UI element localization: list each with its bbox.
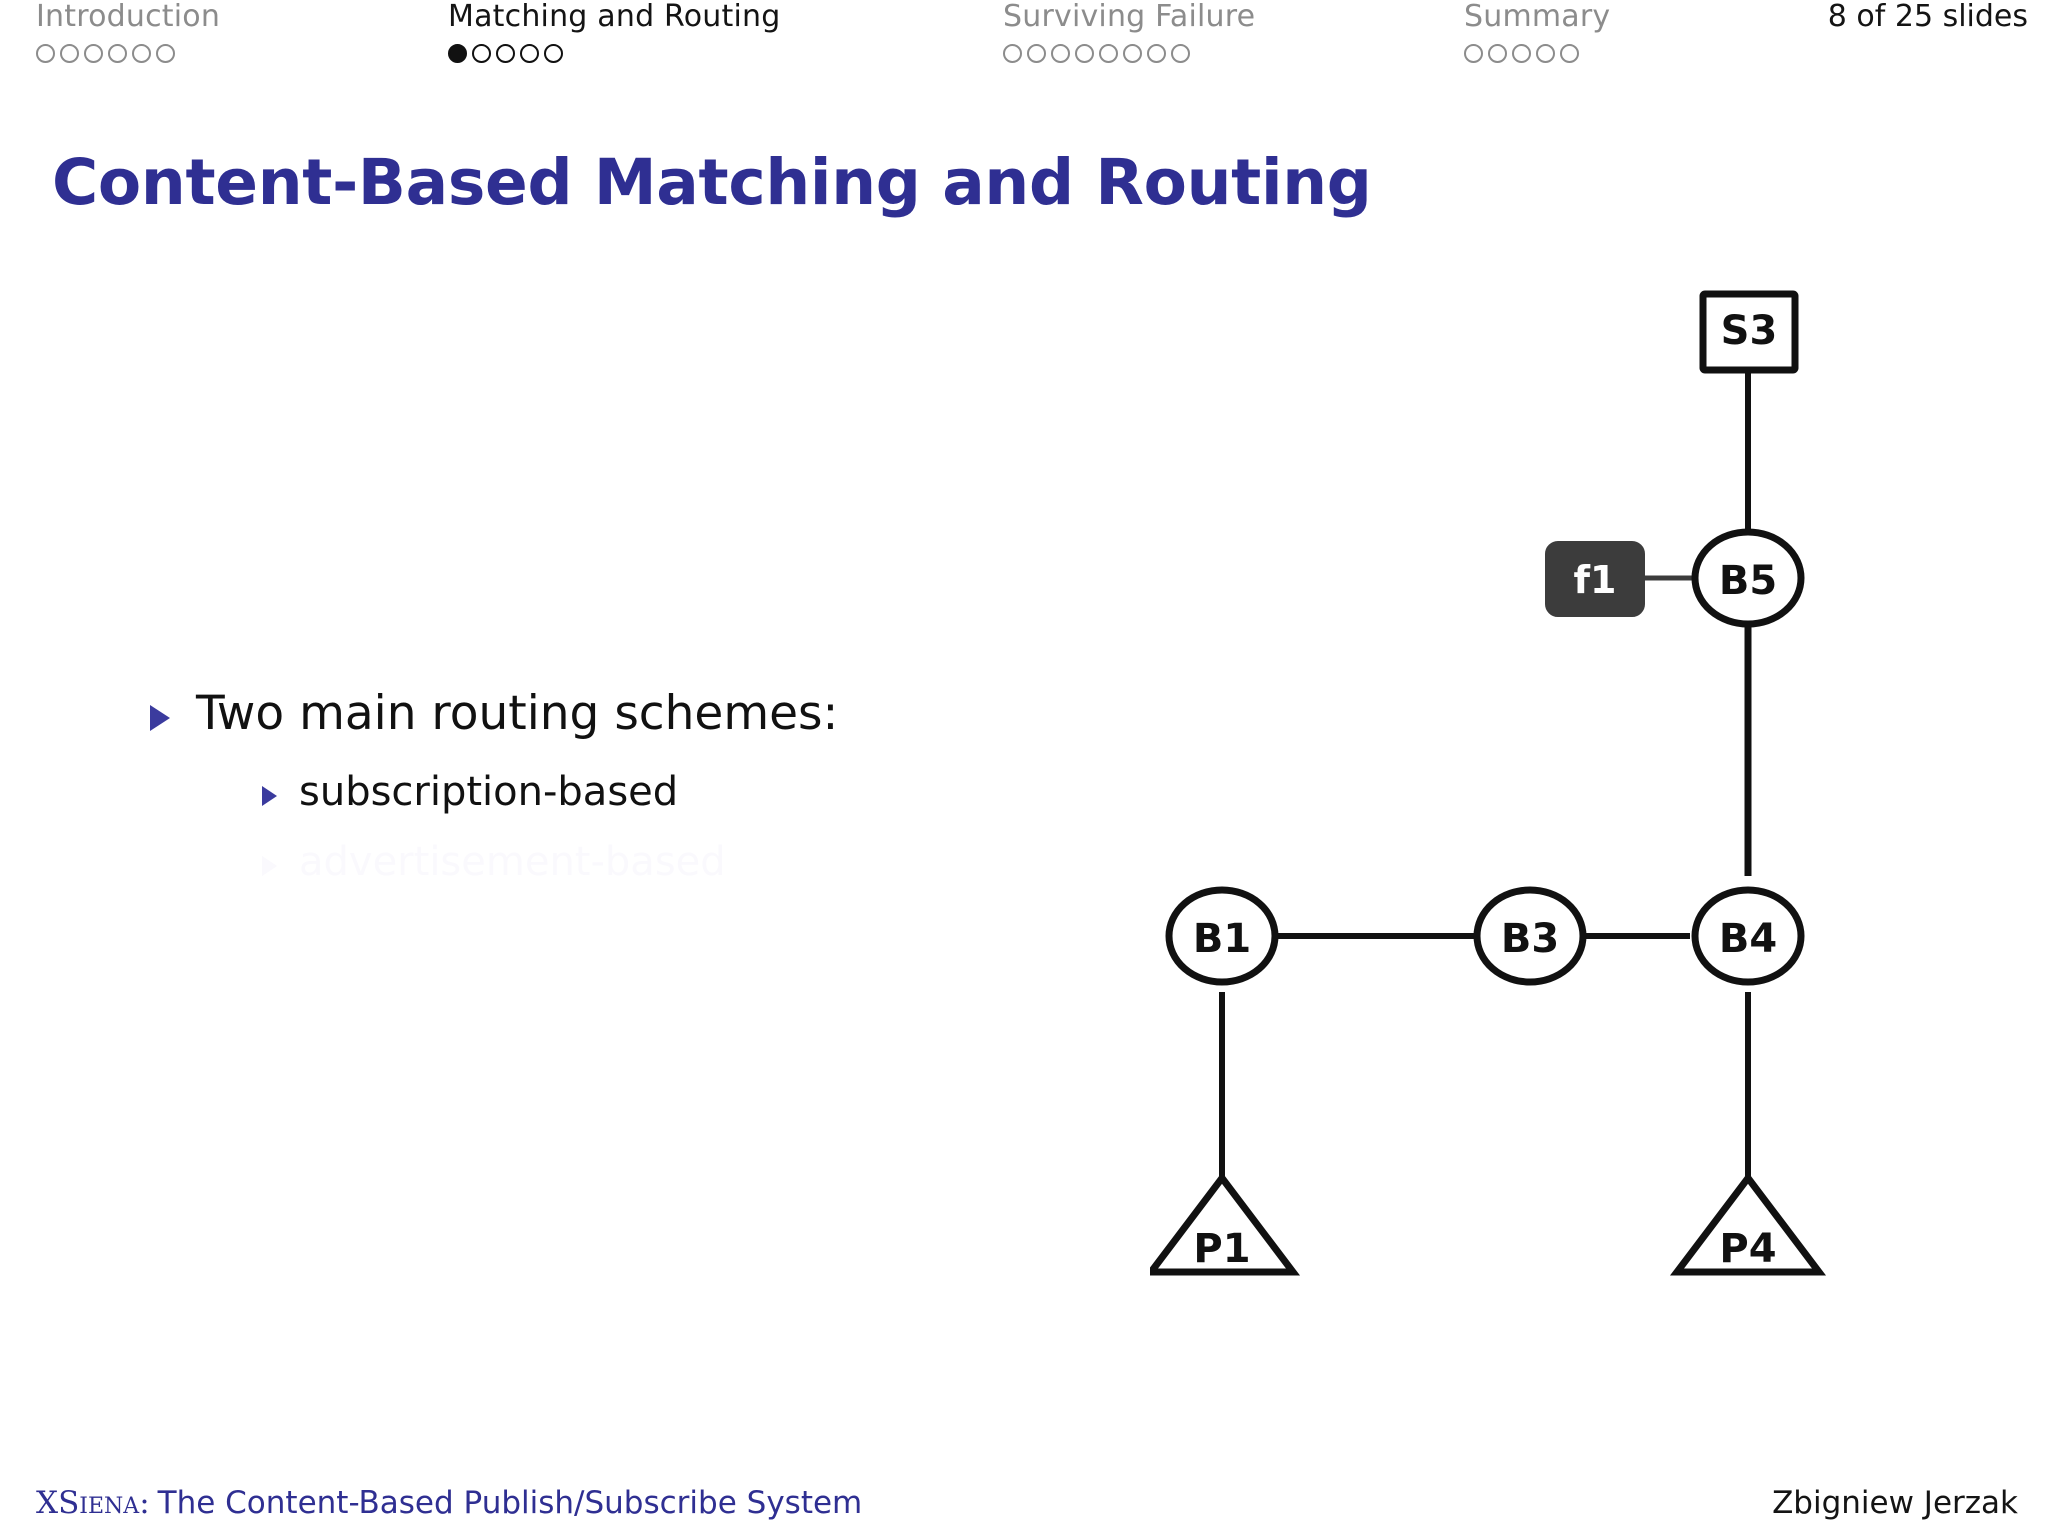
nav-dot[interactable]: [108, 44, 127, 63]
list-item-hidden: advertisement-based: [262, 838, 1050, 886]
nav-dot[interactable]: [1075, 44, 1094, 63]
nav-dot[interactable]: [1147, 44, 1166, 63]
nav-dot[interactable]: [472, 44, 491, 63]
diagram-node-b5[interactable]: B5: [1691, 528, 1805, 628]
nav-dot[interactable]: [1051, 44, 1070, 63]
diagram-node-b1[interactable]: B1: [1165, 886, 1279, 986]
p4-triangle-shape: [1669, 1172, 1827, 1276]
list-item: subscription-based: [262, 768, 1050, 816]
nav-dot[interactable]: [1027, 44, 1046, 63]
nav-section-label: Summary: [1464, 0, 1611, 34]
b4-circle-shape: [1691, 886, 1805, 986]
nav-dot[interactable]: [1171, 44, 1190, 63]
nav-dot[interactable]: [132, 44, 151, 63]
diagram-node-p1[interactable]: P1: [1150, 1172, 1301, 1276]
network-topology-diagram: S3 f1 B5 B4 B3 B1 P1: [1150, 280, 1930, 1330]
nav-dot[interactable]: [1512, 44, 1531, 63]
nav-section-surviving-failure[interactable]: Surviving Failure: [1003, 0, 1255, 63]
nav-section-summary[interactable]: Summary: [1464, 0, 1610, 63]
b3-label: B3: [1501, 916, 1559, 962]
slide-counter: 8 of 25 slides: [1827, 0, 2028, 34]
nav-dots-matching-and-routing: [448, 44, 780, 63]
navigation-bar: Introduction Matching and Routing Surviv…: [0, 0, 2048, 86]
nav-dot[interactable]: [60, 44, 79, 63]
diagram-edges: [1219, 368, 1752, 1180]
nav-dot[interactable]: [1123, 44, 1142, 63]
slide-footer: XSiena:The Content-Based Publish/Subscri…: [0, 1474, 2048, 1522]
diagram-node-s3[interactable]: S3: [1699, 290, 1799, 374]
footer-author: Zbigniew Jerzak: [1772, 1485, 2018, 1521]
bullet-triangle-icon: [150, 705, 170, 731]
nav-dot[interactable]: [1003, 44, 1022, 63]
nav-dots-summary: [1464, 44, 1610, 63]
nav-dot[interactable]: [156, 44, 175, 63]
s3-square-shape: [1699, 290, 1799, 374]
nav-dots-introduction: [36, 44, 220, 63]
bullet-triangle-icon: [262, 786, 277, 806]
nav-dots-surviving-failure: [1003, 44, 1255, 63]
nav-section-label: Introduction: [36, 0, 221, 34]
p1-triangle-shape: [1150, 1172, 1301, 1276]
b3-circle-shape: [1473, 886, 1587, 986]
nav-section-matching-and-routing[interactable]: Matching and Routing: [448, 0, 780, 63]
diagram-node-f1[interactable]: f1: [1545, 541, 1645, 617]
p4-label: P4: [1719, 1226, 1776, 1272]
footer-subtitle: The Content-Based Publish/Subscribe Syst…: [157, 1485, 863, 1521]
nav-dot[interactable]: [1560, 44, 1579, 63]
nav-dot[interactable]: [1488, 44, 1507, 63]
diagram-node-b3[interactable]: B3: [1473, 886, 1587, 986]
nav-dot-current[interactable]: [448, 44, 467, 63]
p1-label: P1: [1193, 1226, 1250, 1272]
list-item-label: advertisement-based: [299, 839, 726, 885]
nav-section-label: Surviving Failure: [1003, 0, 1256, 34]
nav-section-label: Matching and Routing: [448, 0, 781, 34]
b1-circle-shape: [1165, 886, 1279, 986]
b5-label: B5: [1719, 558, 1777, 604]
diagram-node-p4[interactable]: P4: [1669, 1172, 1827, 1276]
nav-dot[interactable]: [496, 44, 515, 63]
nav-dot[interactable]: [1536, 44, 1555, 63]
nav-dot[interactable]: [544, 44, 563, 63]
b5-circle-shape: [1691, 528, 1805, 628]
nav-dot[interactable]: [520, 44, 539, 63]
list-item-label: subscription-based: [299, 769, 679, 815]
footer-brand: XSiena:: [36, 1485, 150, 1521]
nav-dot[interactable]: [1099, 44, 1118, 63]
nav-section-introduction[interactable]: Introduction: [36, 0, 220, 63]
diagram-node-b4[interactable]: B4: [1691, 886, 1805, 986]
bullet-list: Two main routing schemes: subscription-b…: [150, 686, 1050, 886]
nav-dot[interactable]: [1464, 44, 1483, 63]
list-item-label: Two main routing schemes:: [196, 686, 839, 741]
f1-tag-shape: [1545, 541, 1645, 617]
nav-dot[interactable]: [36, 44, 55, 63]
s3-label: S3: [1721, 308, 1778, 354]
bullet-triangle-icon: [262, 856, 277, 876]
nav-dot[interactable]: [84, 44, 103, 63]
b4-label: B4: [1719, 916, 1777, 962]
b1-label: B1: [1193, 916, 1251, 962]
f1-label: f1: [1574, 558, 1617, 602]
list-item: Two main routing schemes:: [150, 686, 1050, 742]
footer-left-group: XSiena:The Content-Based Publish/Subscri…: [36, 1484, 862, 1522]
slide-title: Content-Based Matching and Routing: [52, 146, 1372, 220]
